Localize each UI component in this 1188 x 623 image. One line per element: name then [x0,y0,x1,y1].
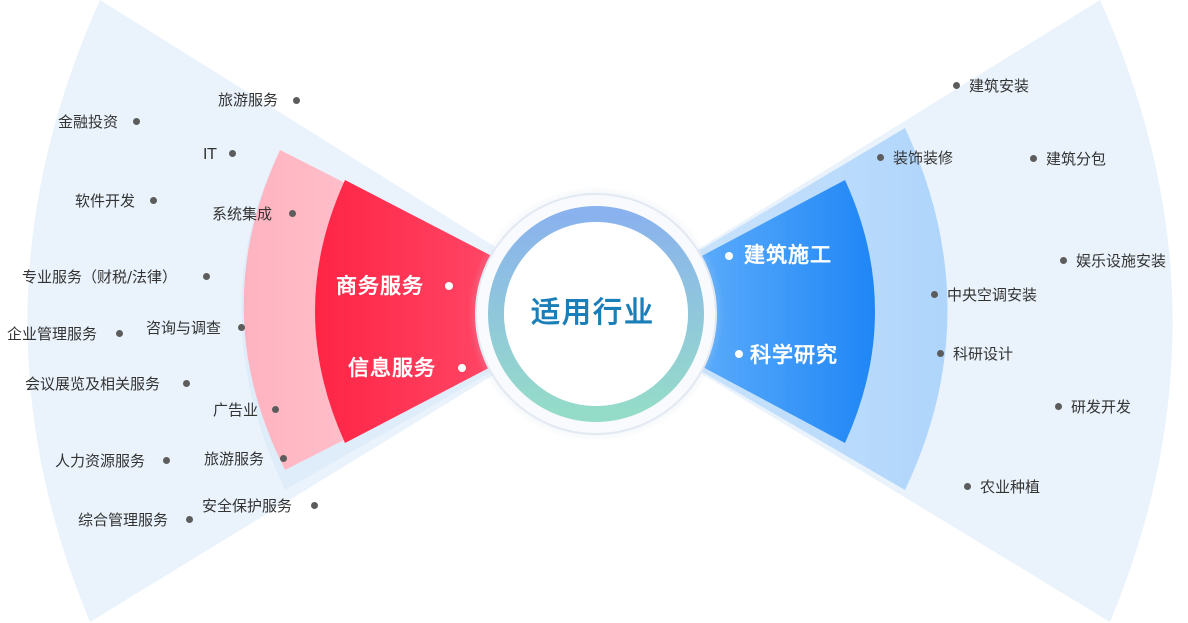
left-item-label: 企业管理服务 [7,325,98,343]
center-core [504,222,688,406]
right-item-dot [931,291,938,298]
left-item-dot [289,210,296,217]
category-research-dot [735,350,743,358]
left-item-dot [133,118,140,125]
left-item-label: 旅游服务 [218,91,279,109]
category-research-label: 科学研究 [750,343,838,367]
left-item-label: 专业服务（财税/法律） [22,268,178,286]
right-item-label: 娱乐设施安装 [1076,252,1167,270]
left-item-dot [163,457,170,464]
left-item-label: 会议展览及相关服务 [25,375,161,393]
left-item-dot [183,380,190,387]
right-item-label: 中央空调安装 [947,286,1038,304]
left-item-dot [229,150,236,157]
category-info-label: 信息服务 [348,356,436,380]
right-item-dot [1055,403,1062,410]
wedge-tech [598,180,875,443]
left-item-dot [186,516,193,523]
wedge-business [315,180,598,443]
right-item-dot [1030,155,1037,162]
center-title: 适用行业 [530,295,655,329]
left-item-label: 旅游服务 [204,450,265,468]
left-item-label: 广告业 [213,401,259,419]
right-item-dot [964,483,971,490]
left-item-dot [293,97,300,104]
right-item-dot [1060,257,1067,264]
right-item-label: 农业种植 [980,478,1041,496]
category-business-label: 商务服务 [336,274,424,298]
left-item-dot [311,502,318,509]
left-item-dot [116,330,123,337]
left-item-label: 人力资源服务 [55,452,146,470]
right-item-dot [877,154,884,161]
category-info-dot [458,364,466,372]
left-item-dot [280,455,287,462]
right-item-label: 科研设计 [953,345,1014,363]
right-item-label: 建筑安装 [969,77,1030,95]
left-item-label: 咨询与调查 [146,319,222,337]
right-item-label: 研发开发 [1071,398,1132,416]
left-item-dot [150,197,157,204]
left-item-label: 系统集成 [212,205,273,223]
category-construction-dot [725,252,733,260]
right-item-dot [953,82,960,89]
left-item-label: 金融投资 [58,113,119,131]
left-item-dot [238,324,245,331]
category-construction-label: 建筑施工 [744,243,832,267]
left-item-label: IT [203,145,217,163]
right-item-label: 建筑分包 [1046,150,1107,168]
right-item-label: 装饰装修 [893,149,954,167]
category-business-dot [445,282,453,290]
left-item-dot [272,406,279,413]
right-item-dot [937,350,944,357]
left-item-label: 软件开发 [75,192,136,210]
center-ring [488,206,704,422]
left-item-label: 综合管理服务 [78,511,169,529]
left-item-label: 安全保护服务 [202,497,293,515]
left-item-dot [203,273,210,280]
